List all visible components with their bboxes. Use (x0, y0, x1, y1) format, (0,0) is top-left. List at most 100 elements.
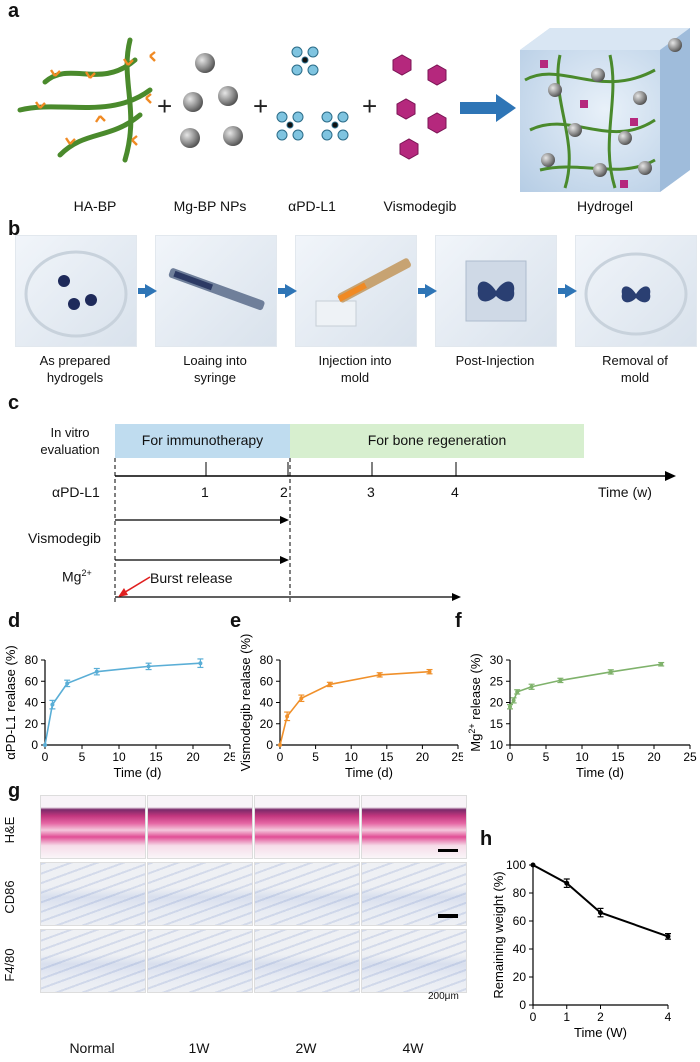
burst-release-label: Burst release (150, 570, 233, 586)
phase-immunotherapy (115, 424, 290, 458)
data-point (94, 669, 99, 674)
y-tick-label: 40 (260, 696, 274, 710)
x-tick-label: 25 (683, 750, 697, 764)
y-tick-label: 20 (490, 696, 504, 710)
row-label-vismodegib: Vismodegib (28, 530, 101, 546)
photo-removal-mold (575, 235, 697, 347)
data-point (146, 664, 151, 669)
x-tick-label: 25 (223, 750, 235, 764)
y-tick-label: 20 (260, 717, 274, 731)
x-tick-label: 10 (112, 750, 126, 764)
row-label-he: H&E (2, 816, 17, 844)
bp-groups (35, 51, 156, 146)
vismodegib-icons (392, 54, 447, 160)
histology-he-1w (147, 795, 253, 859)
plus-sign-2: + (253, 91, 268, 121)
panel-label-h: h (480, 828, 493, 850)
x-axis-label: Time (d) (576, 765, 624, 780)
column-label-normal: Normal (69, 1040, 115, 1056)
data-point (529, 684, 534, 689)
y-tick-label: 60 (260, 674, 274, 688)
panel-label-f: f (455, 610, 462, 632)
x-tick-label: 10 (575, 750, 589, 764)
scale-bar-label: 200μm (428, 991, 459, 1002)
y-axis-label: Remaining weight (%) (491, 871, 506, 998)
panel-label-c: c (8, 392, 20, 414)
data-point (65, 681, 70, 686)
photo-injection-mold (295, 235, 417, 347)
histology-f480-2w (254, 929, 360, 993)
y-axis-label-tail: release (%) (468, 653, 483, 723)
label-ha-bp: HA-BP (73, 198, 117, 214)
photo-as-prepared (15, 235, 137, 347)
y-tick-label: 30 (490, 653, 504, 667)
data-point (198, 661, 203, 666)
x-tick-label: 5 (543, 750, 550, 764)
y-axis-label: Vismodegib realase (%) (238, 634, 253, 772)
caption-step-4: Post-Injection (455, 353, 535, 368)
histology-he-4w (361, 795, 467, 859)
y-tick-label: 15 (490, 717, 504, 731)
x-tick-label: 0 (42, 750, 49, 764)
x-axis-label: Time (d) (345, 765, 393, 780)
panel-label-b: b (8, 218, 21, 240)
row-label-f480: F4/80 (2, 948, 17, 982)
y-tick-label: 40 (25, 696, 39, 710)
x-tick-label: 1 (563, 1010, 570, 1024)
plus-sign-3: + (362, 91, 377, 121)
y-tick-label: 25 (490, 674, 504, 688)
y-tick-label: 20 (25, 717, 39, 731)
data-point (564, 880, 570, 886)
data-point (278, 743, 282, 747)
data-point (598, 910, 603, 916)
x-tick-label: 5 (312, 750, 319, 764)
x-tick-label: 4 (665, 1010, 672, 1024)
data-point (427, 669, 432, 674)
histology-f480-1w (147, 929, 253, 993)
x-tick-label: 0 (277, 750, 284, 764)
step-arrow-3-icon (418, 288, 426, 294)
x-axis-label: Time (d) (114, 765, 162, 780)
y-tick-label: 80 (260, 653, 274, 667)
y-tick-label: 0 (266, 738, 273, 752)
x-tick-label: 5 (79, 750, 86, 764)
y-tick-label: 80 (25, 653, 39, 667)
histology-he-normal (40, 795, 146, 859)
data-point (608, 669, 613, 674)
column-label-1w: 1W (188, 1040, 210, 1056)
label-hydrogel: Hydrogel (576, 198, 634, 214)
scale-bar-cd86 (438, 914, 458, 918)
tick-label-3: 3 (367, 484, 375, 500)
panel-a-illustration: + + + (17, 28, 690, 192)
step-arrow-1-head-icon (145, 284, 157, 298)
column-label-2w: 2W (295, 1040, 317, 1056)
x-tick-label: 20 (416, 750, 430, 764)
data-point (511, 698, 516, 703)
row-label-cd86: CD86 (2, 880, 17, 914)
phase-bone-regeneration (290, 424, 584, 458)
series-line (44, 662, 201, 746)
row-label-mg: Mg2+ (62, 568, 92, 585)
x-axis-label: Time (W) (574, 1025, 627, 1040)
data-point (659, 662, 664, 667)
timeline-axis-label: Time (w) (598, 484, 652, 500)
panel-label-d: d (8, 610, 21, 632)
label-mg-bp-nps: Mg-BP NPs (173, 198, 247, 214)
label-vismodegib: Vismodegib (383, 198, 457, 214)
photo-post-injection (435, 235, 557, 347)
histology-cd86-normal (40, 862, 146, 926)
data-point (299, 696, 304, 701)
y-axis-label: Mg2+ release (%) (467, 653, 483, 751)
step-arrow-1-icon (138, 288, 146, 294)
y-axis-label-sup: 2+ (467, 723, 477, 733)
data-point (50, 702, 55, 707)
panel-label-g: g (8, 780, 21, 802)
x-tick-label: 10 (345, 750, 359, 764)
data-point (558, 678, 563, 683)
